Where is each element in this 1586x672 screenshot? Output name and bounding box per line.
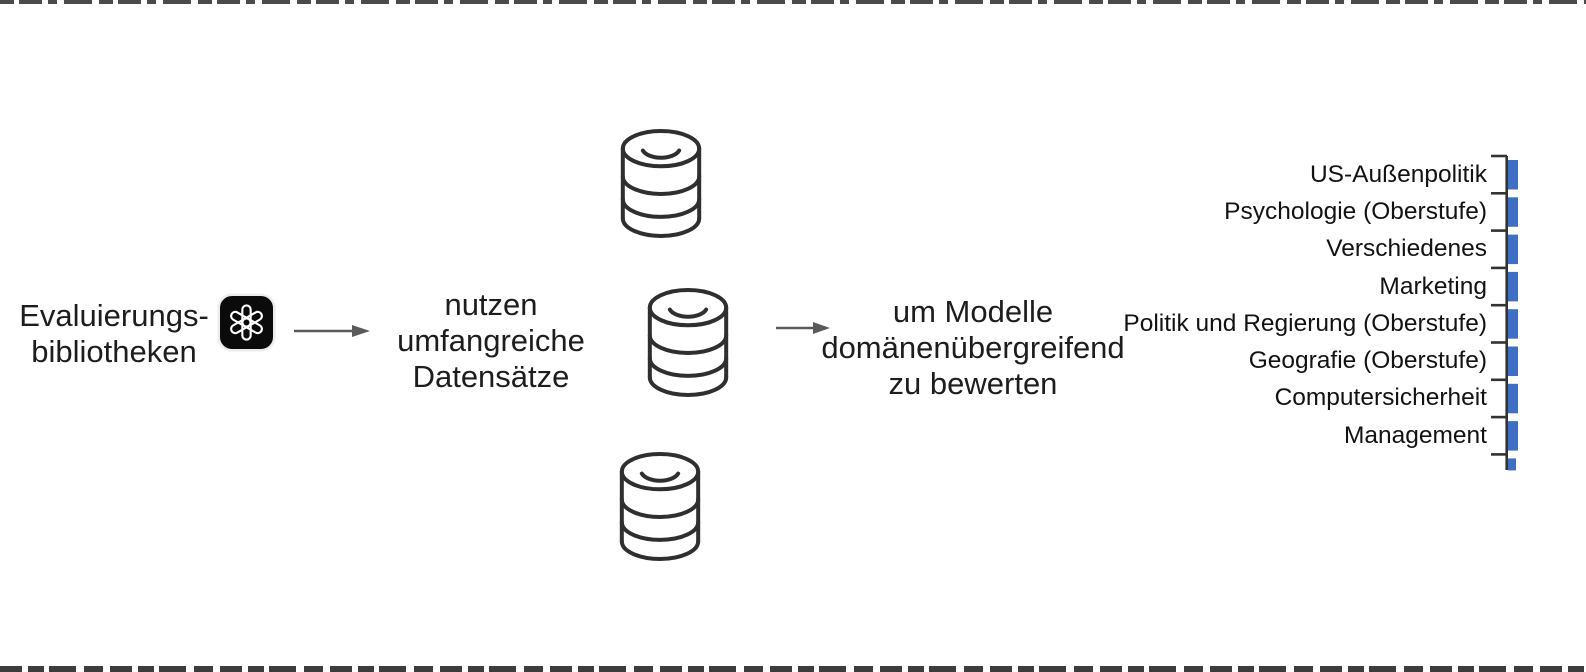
domain-label: Management: [1343, 421, 1487, 449]
step2-label: um Modelle domänenübergreifend zu bewert…: [821, 294, 1125, 402]
bar: [1508, 271, 1518, 302]
bar: [1508, 421, 1518, 451]
arrow-icon: [294, 325, 370, 337]
domain-label: Politik und Regierung (Oberstufe): [1123, 309, 1487, 337]
source-label: Evaluierungs- bibliotheken: [8, 298, 220, 370]
domain-label: Geografie (Oberstufe): [1248, 347, 1487, 375]
step1-label-line1: nutzen: [444, 287, 538, 322]
domain-label: Computersicherheit: [1274, 384, 1487, 412]
bar: [1508, 309, 1518, 339]
openai-logo-icon: [218, 294, 275, 351]
bar-partial: [1508, 458, 1516, 471]
cropped-content-bottom: [0, 666, 1586, 672]
step2-label-line1: um Modelle: [892, 294, 1054, 329]
domain-label-list: US-Außenpolitik Psychologie (Oberstufe) …: [1123, 156, 1487, 454]
step1-label-line3: Datensätze: [412, 359, 570, 394]
database-icon: [647, 287, 729, 397]
cropped-content-top: [0, 0, 1586, 4]
bar: [1508, 197, 1518, 227]
openai-knot-glyph: [230, 304, 263, 341]
domain-label: US-Außenpolitik: [1309, 160, 1487, 188]
domain-label: Psychologie (Oberstufe): [1224, 197, 1487, 225]
database-icon: [619, 451, 701, 561]
source-label-line1: Evaluierungs-: [19, 298, 209, 333]
bar: [1508, 346, 1518, 376]
bar: [1508, 234, 1518, 265]
database-icon: [620, 128, 702, 238]
arrow-icon: [776, 322, 830, 334]
step1-label: nutzen umfangreiche Datensätze: [379, 287, 603, 395]
source-label-line2: bibliotheken: [31, 334, 197, 369]
bar: [1508, 160, 1518, 190]
domain-label: Verschiedenes: [1326, 235, 1487, 263]
step2-label-line2: domänenübergreifend: [821, 330, 1125, 365]
domain-label: Marketing: [1379, 272, 1487, 300]
step2-label-line3: zu bewerten: [888, 366, 1058, 401]
step1-label-line2: umfangreiche: [397, 323, 585, 358]
bar-chart-axis: [1491, 154, 1518, 471]
bar: [1508, 383, 1518, 414]
